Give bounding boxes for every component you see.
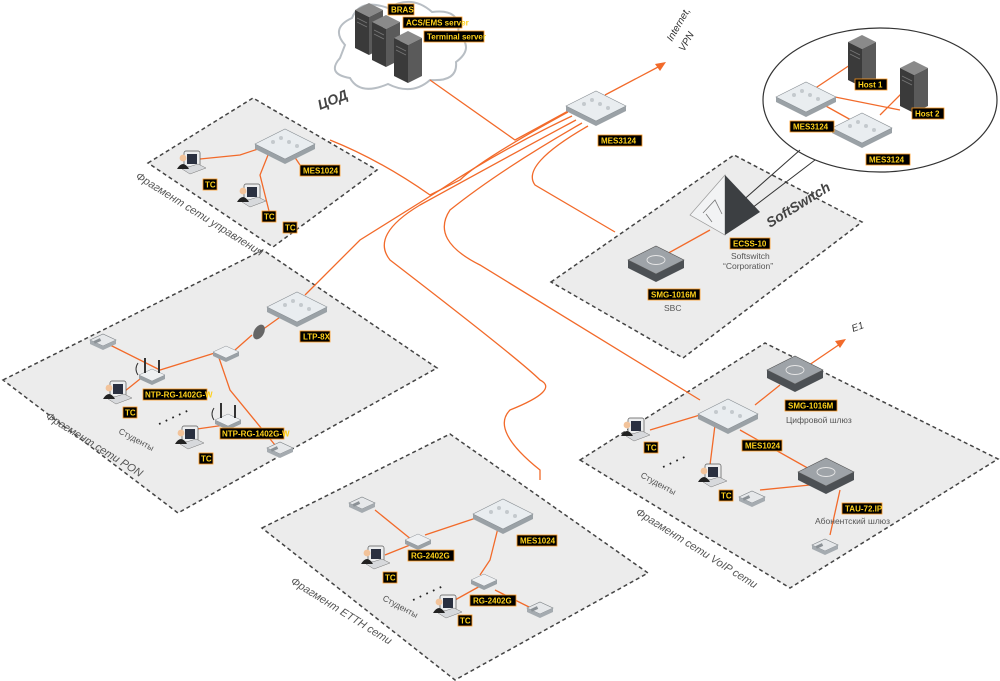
label-rg-1: RG-2402G (411, 552, 450, 561)
label-tau-caption: Абонентский шлюз (815, 516, 890, 526)
label-voip-tc-2: TC (721, 492, 732, 501)
label-e1: E1 (850, 320, 865, 335)
label-host-1: Host 1 (858, 81, 883, 90)
zone-pon (1, 249, 439, 514)
label-voip-gateway-caption: Цифровой шлюз (786, 415, 852, 425)
label-ont-2: NTP-RG-1402G-W (222, 430, 290, 439)
zone-etth (260, 433, 650, 681)
label-acs: ACS/EMS server (406, 19, 469, 28)
label-core-switch: MES3124 (601, 137, 637, 146)
label-host-2: Host 2 (915, 110, 940, 119)
label-pon-tc-1: TC (125, 409, 136, 418)
label-etth-tc-1: TC (385, 574, 396, 583)
label-softswitch-caption-2: “Corporation” (723, 261, 773, 271)
links (109, 62, 906, 611)
splitter-icon (253, 324, 265, 340)
label-zoom-switch-2: MES3124 (869, 156, 905, 165)
label-olt: LTP-8X (303, 333, 331, 342)
label-mgmt-tc-1: TC (205, 181, 216, 190)
label-ecss: ECSS-10 (733, 240, 767, 249)
label-zoom-switch-1: MES3124 (793, 123, 829, 132)
zoom-pointer (739, 149, 801, 204)
zoom-host-2 (899, 60, 929, 114)
label-mgmt-tc-3: TC (285, 224, 296, 233)
label-softswitch-caption-1: Softswitch (731, 251, 770, 261)
label-etth-tc-2: TC (460, 617, 471, 626)
label-bras: BRAS (391, 6, 414, 15)
label-dc: ЦОД (315, 86, 350, 112)
label-sbc-caption: SBC (664, 303, 681, 313)
zone-management (146, 97, 379, 248)
label-mgmt-switch: MES1024 (303, 167, 339, 176)
server-terminal (393, 30, 423, 84)
zone-softswitch (549, 154, 864, 359)
label-voip-gateway: SMG-1016M (788, 402, 834, 411)
label-rg-2: RG-2402G (473, 597, 512, 606)
zone-voip (578, 342, 1000, 589)
label-sbc-device: SMG-1016M (651, 291, 697, 300)
label-mgmt-tc-2: TC (264, 213, 275, 222)
softswitch-pyramid-icon (689, 174, 760, 236)
label-ont-1: NTP-RG-1402G-W (145, 391, 213, 400)
label-voip-switch: MES1024 (745, 442, 781, 451)
label-terminal: Terminal server (427, 33, 486, 42)
label-pon-tc-2: TC (201, 455, 212, 464)
label-voip-tc-1: TC (646, 444, 657, 453)
label-etth-switch: MES1024 (520, 537, 556, 546)
zoom-bubble (762, 27, 998, 173)
label-tau: TAU-72.IP (845, 505, 883, 514)
